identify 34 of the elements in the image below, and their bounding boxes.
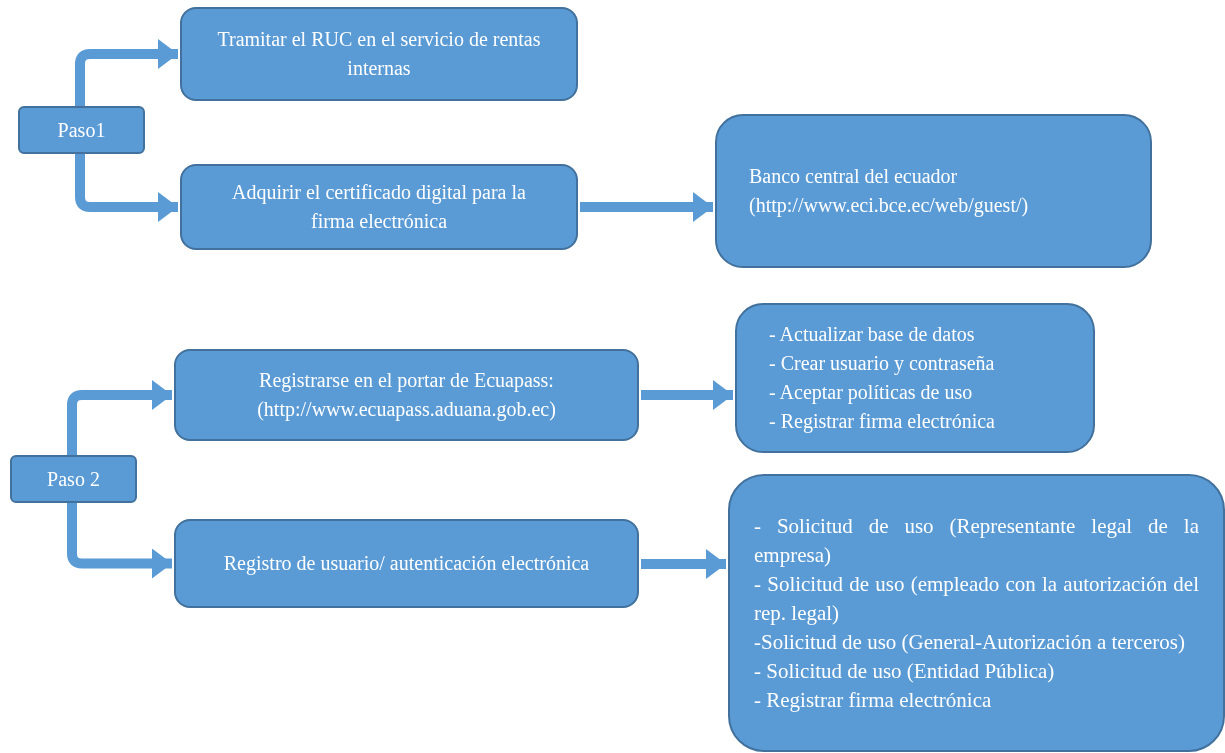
arrow bbox=[641, 549, 726, 579]
process-box bbox=[180, 7, 578, 101]
box-text: -Solicitud de uso (General-Autorización a terceros) bbox=[754, 628, 1186, 656]
box-text: - Solicitud de uso (empleado con la autorización del rep. legal) bbox=[754, 570, 1199, 627]
box-text: - Aceptar políticas de uso bbox=[768, 380, 974, 406]
arrow bbox=[75, 154, 178, 222]
arrow bbox=[641, 380, 733, 410]
arrow bbox=[580, 192, 713, 222]
process-box bbox=[180, 164, 578, 250]
box-text: - Actualizar base de datos bbox=[768, 322, 976, 347]
arrow bbox=[75, 39, 178, 106]
process-box bbox=[715, 114, 1152, 268]
box-text: - Registrar firma electrónica bbox=[754, 686, 993, 714]
box-text: (http://www.eci.bce.ec/web/guest/) bbox=[748, 193, 1030, 219]
process-box bbox=[174, 349, 639, 441]
process-box bbox=[728, 474, 1225, 752]
box-text: - Solicitud de uso (Entidad Pública) bbox=[754, 657, 1056, 685]
box-text: - Solicitud de uso (Representante legal de la empresa) bbox=[754, 512, 1199, 569]
box-text: - Registrar firma electrónica bbox=[768, 409, 996, 435]
process-box bbox=[18, 106, 145, 154]
process-box bbox=[10, 455, 137, 503]
box-text: (http://www.ecuapass.aduana.gob.ec) bbox=[256, 397, 557, 423]
box-text: Registro de usuario/ autenticación electrónica bbox=[222, 551, 591, 577]
process-box bbox=[735, 303, 1095, 453]
box-text: Registrarse en el portar de Ecuapass: bbox=[258, 368, 555, 394]
box-text: Banco central del ecuador bbox=[748, 164, 959, 189]
box-text: Adquirir el certificado digital para la firma electrónica bbox=[231, 180, 527, 234]
process-box bbox=[174, 519, 639, 608]
arrow bbox=[67, 503, 172, 579]
box-text: Paso1 bbox=[56, 117, 107, 143]
arrow bbox=[67, 380, 172, 455]
box-text: Paso 2 bbox=[46, 466, 101, 492]
box-text: - Crear usuario y contraseña bbox=[768, 351, 996, 377]
box-text: Tramitar el RUC en el servicio de rentas internas bbox=[216, 27, 542, 81]
